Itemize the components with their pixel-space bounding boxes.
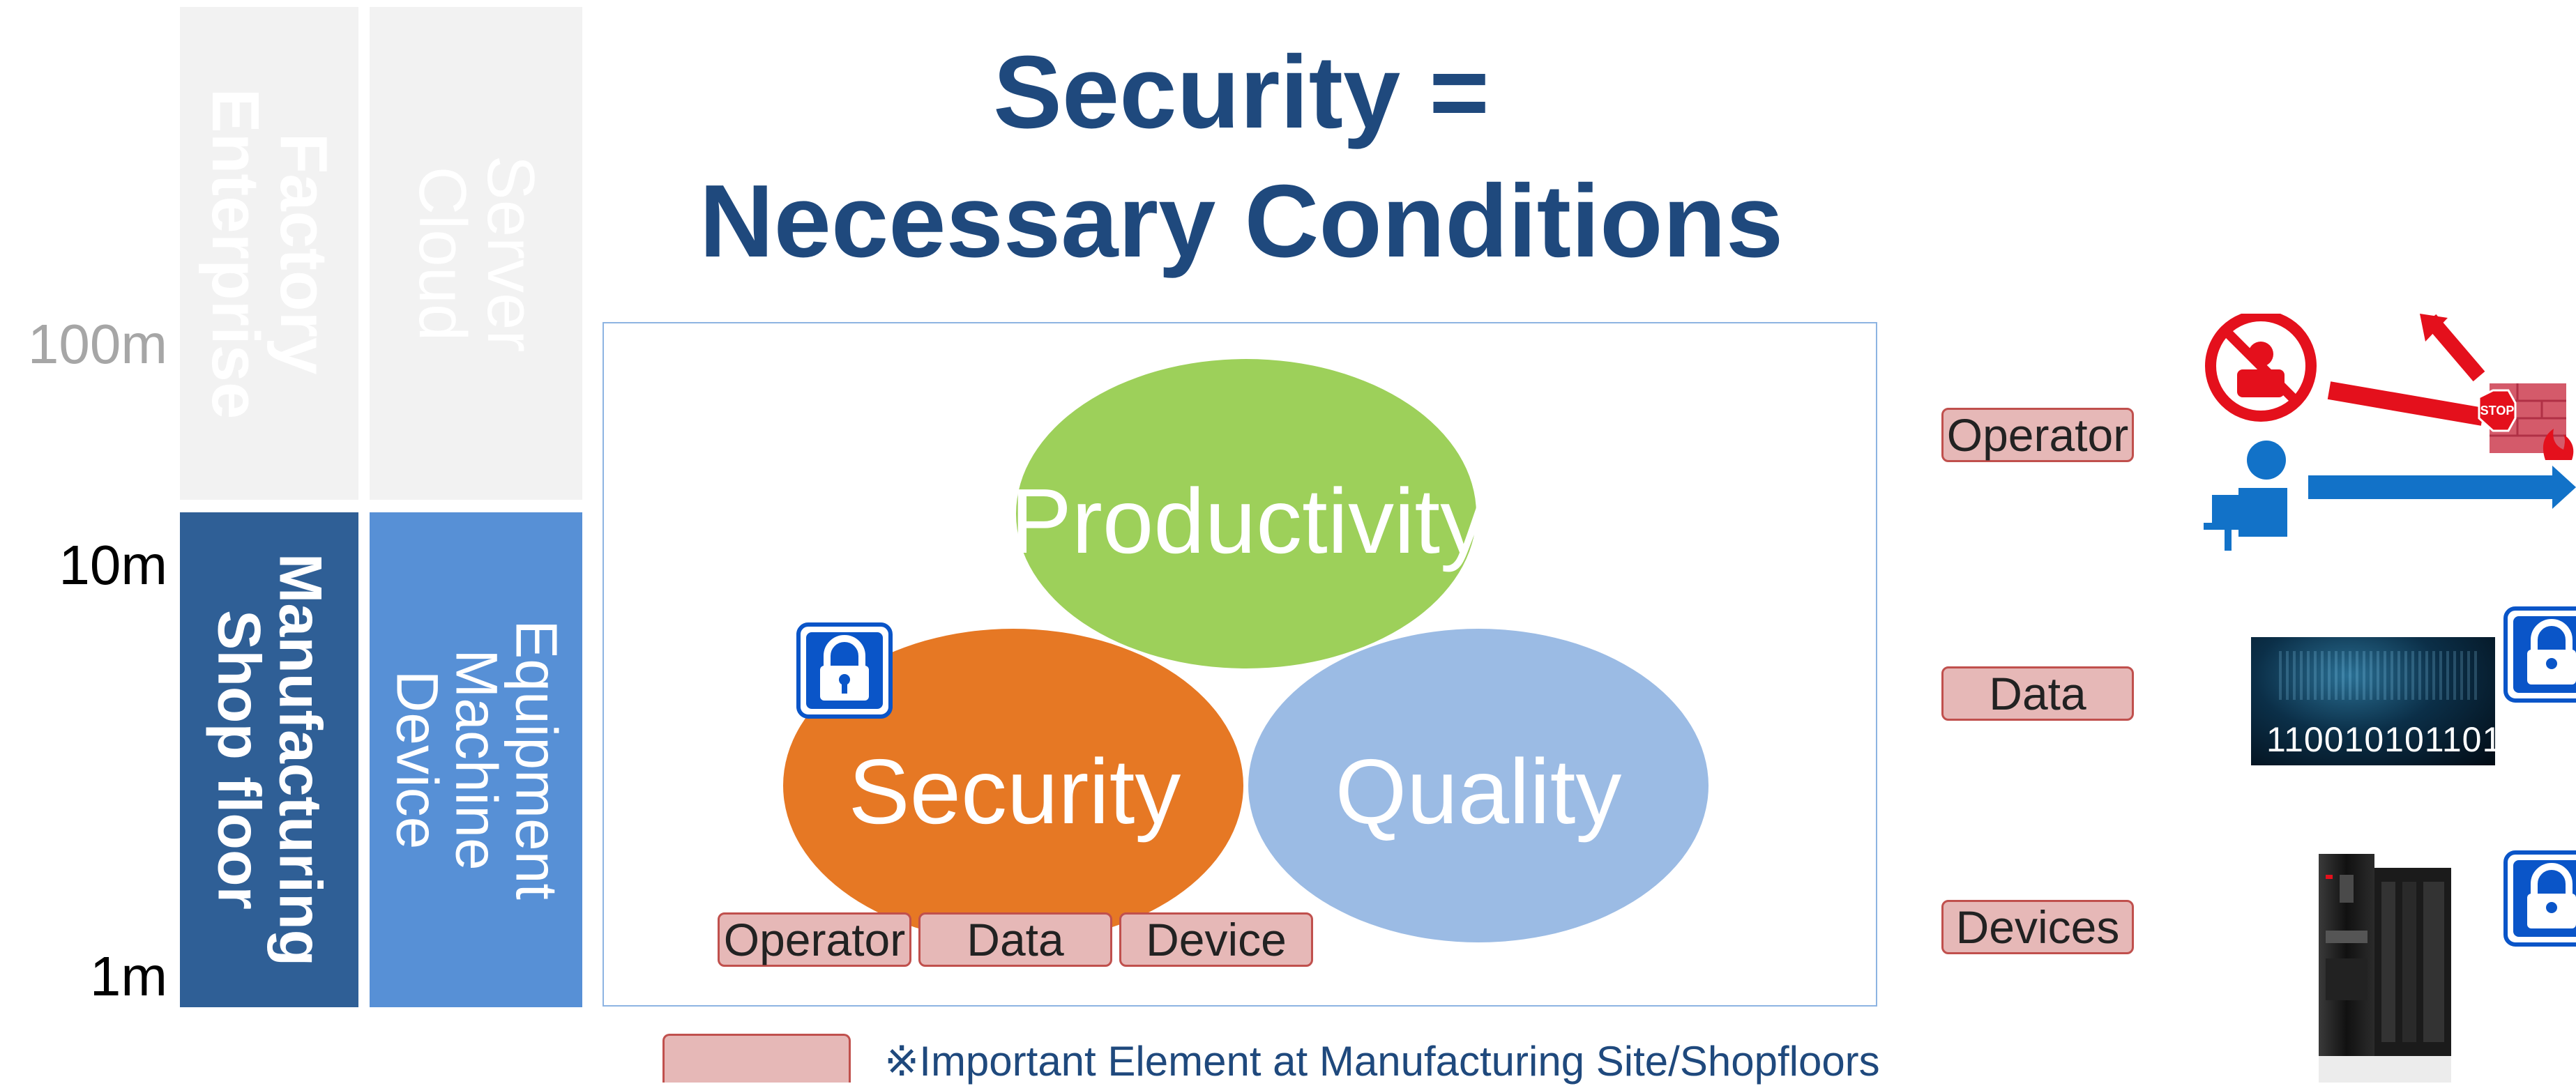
column-server-cloud: Server Cloud [370, 7, 582, 500]
firewall-stop-icon: STOP [2478, 383, 2574, 460]
diagram-frame [603, 322, 1877, 1007]
scale-label-100m: 100m [27, 313, 167, 375]
tag-device: Device [1119, 912, 1313, 967]
scale-label-10m: 10m [59, 534, 167, 596]
quality-ellipse [1248, 629, 1709, 942]
security-ellipse [783, 629, 1243, 942]
column-manufacturing-shopfloor: Manufacturing Shop floor [180, 512, 358, 1007]
device-hardware-image [2319, 854, 2451, 1083]
device-lock-icon [2503, 850, 2576, 947]
venn-label-productivity: Productivity [1010, 470, 1487, 572]
legend-swatch [662, 1034, 851, 1083]
title-line-2: Necessary Conditions [699, 164, 1784, 279]
venn-label-security: Security [848, 740, 1181, 843]
svg-text:STOP: STOP [2480, 404, 2515, 418]
legend-note: ※Important Element at Manufacturing Site… [884, 1038, 1880, 1085]
right-tag-data: Data [1941, 666, 2134, 721]
right-tag-operator: Operator [1941, 408, 2134, 462]
tag-operator: Operator [718, 912, 911, 967]
prohibited-operator-icon [2205, 314, 2317, 422]
operator-illustration: STOP [2204, 314, 2576, 551]
column-equipment-machine-device: Equipment Machine Device [370, 512, 582, 1007]
binary-glow [2279, 651, 2481, 700]
binary-data-image: 110010101101 [2251, 637, 2495, 765]
operator-icon [2204, 441, 2287, 551]
column-factory-enterprise: Factory Enterprise [180, 7, 358, 500]
productivity-ellipse [1016, 359, 1476, 668]
lock-icon [796, 622, 893, 719]
binary-data-text: 110010101101 [2266, 720, 2495, 759]
forward-arrow-icon [2308, 466, 2576, 509]
tag-data: Data [918, 912, 1112, 967]
venn-label-quality: Quality [1335, 740, 1622, 843]
scale-label-1m: 1m [89, 945, 167, 1007]
data-lock-icon [2503, 606, 2576, 703]
right-tag-devices: Devices [1941, 900, 2134, 954]
title-line-1: Security = [993, 35, 1490, 150]
page-title: Security = Necessary Conditions [614, 28, 1869, 286]
